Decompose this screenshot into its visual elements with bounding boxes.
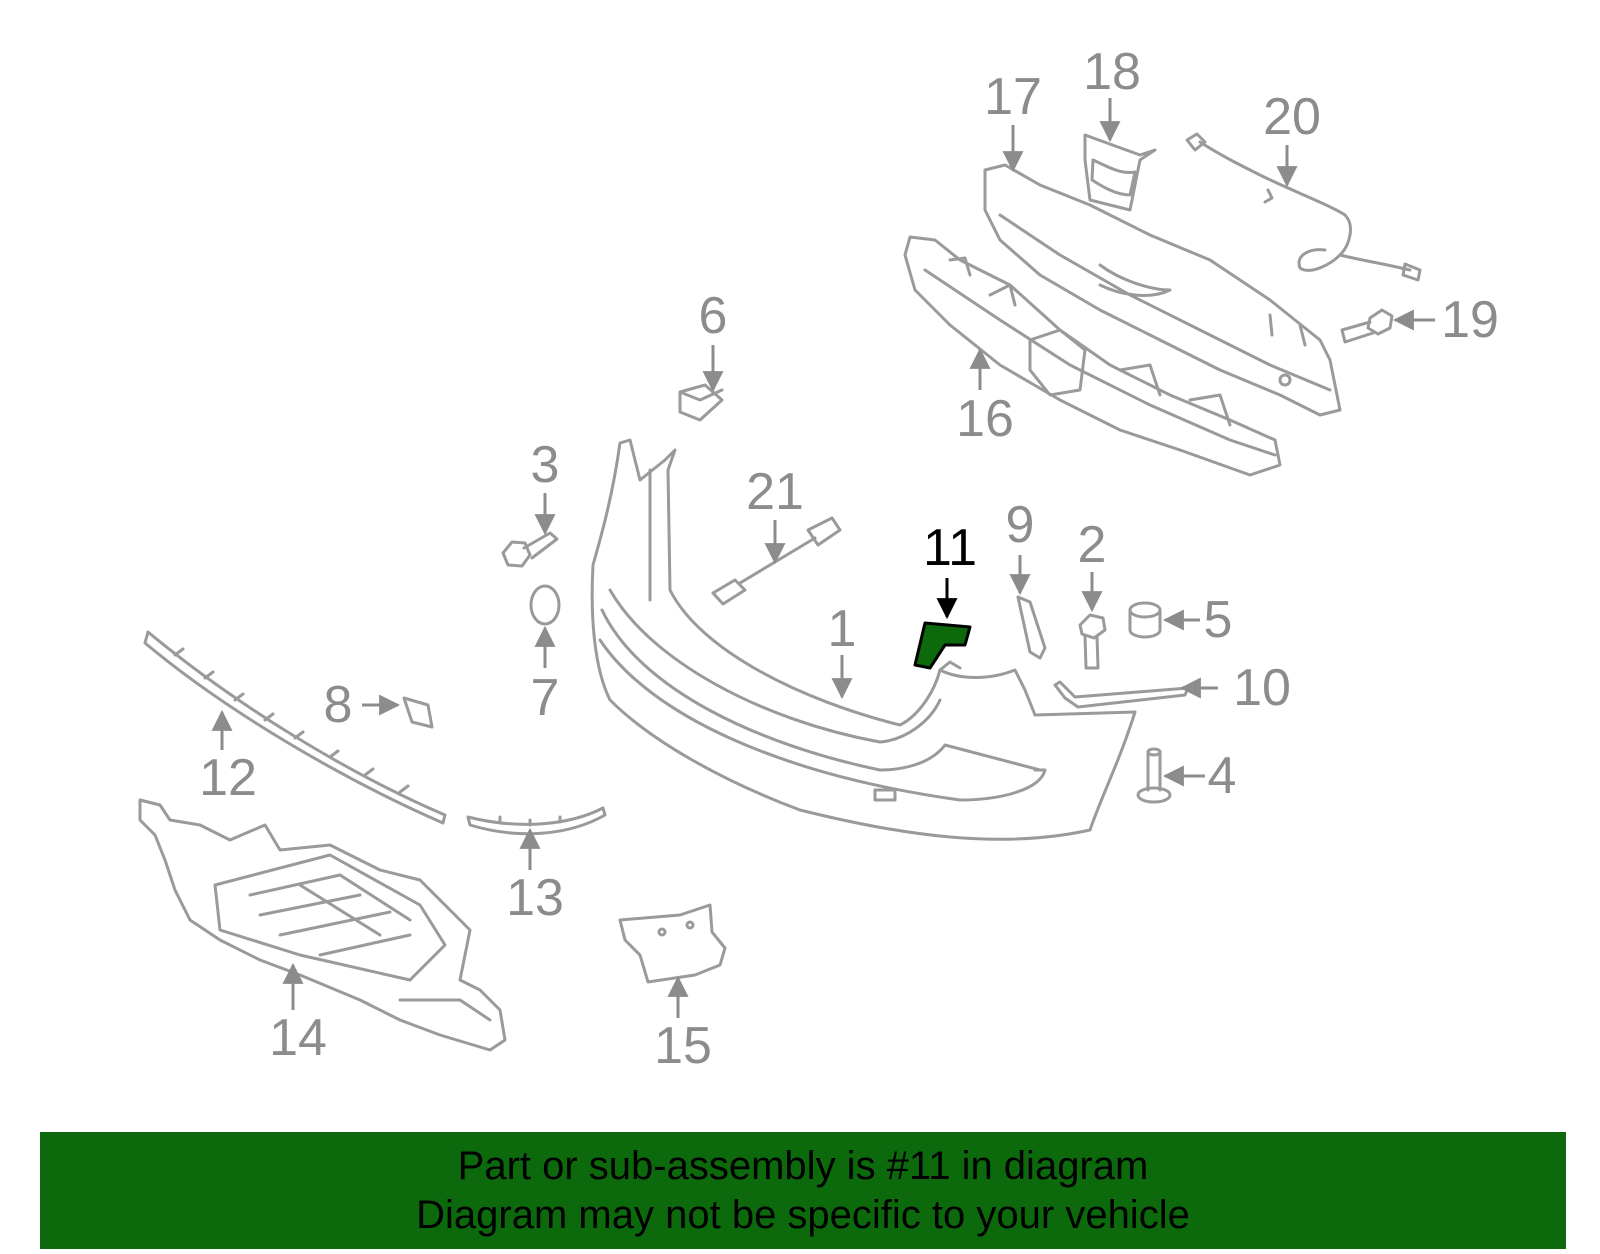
callout-2: 2 <box>1077 516 1107 574</box>
callout-10: 10 <box>1233 659 1291 717</box>
callout-15: 15 <box>654 1017 712 1075</box>
part-7-grommet <box>531 586 559 624</box>
callout-7: 7 <box>530 669 560 727</box>
part-2-bolt <box>1080 615 1105 668</box>
part-3-bolt <box>503 533 557 566</box>
callout-4: 4 <box>1207 747 1237 805</box>
callout-18: 18 <box>1083 43 1141 101</box>
part-16-energy-absorber <box>905 237 1280 475</box>
part-15-bracket <box>620 905 725 982</box>
banner-line-part-info: Part or sub-assembly is #11 in diagram <box>457 1144 1149 1188</box>
callout-17: 17 <box>984 68 1042 126</box>
part-14-under-cover <box>140 800 505 1050</box>
callout-11-highlighted: 11 <box>923 519 977 577</box>
callout-9: 9 <box>1005 496 1035 554</box>
callout-20: 20 <box>1263 88 1321 146</box>
part-17-reinforcement-beam <box>985 165 1340 415</box>
callout-16: 16 <box>956 390 1014 448</box>
banner-line-disclaimer: Diagram may not be specific to your vehi… <box>416 1193 1190 1237</box>
part-19-bolt <box>1342 310 1392 342</box>
callout-19: 19 <box>1441 291 1499 349</box>
part-1-bumper-cover <box>592 440 1135 839</box>
callout-8: 8 <box>323 676 353 734</box>
callout-13: 13 <box>506 869 564 927</box>
part-8-clip <box>404 698 432 727</box>
part-5-cap <box>1130 603 1160 637</box>
callout-6: 6 <box>698 287 728 345</box>
callout-1: 1 <box>827 600 857 658</box>
callout-5: 5 <box>1203 591 1233 649</box>
callout-12: 12 <box>199 749 257 807</box>
part-9-trim-strip <box>1018 597 1045 658</box>
part-10-molding <box>1055 682 1188 707</box>
callout-3: 3 <box>530 436 560 494</box>
part-20-sensor-harness <box>1187 134 1420 280</box>
part-12-lower-strip <box>145 632 445 823</box>
part-13-molding <box>468 808 605 834</box>
part-6-bracket <box>680 385 722 420</box>
part-18-plate-bracket <box>1085 135 1155 210</box>
part-4-push-pin <box>1138 749 1170 802</box>
callout-14: 14 <box>269 1009 327 1067</box>
info-banner: Part or sub-assembly is #11 in diagram D… <box>40 1132 1566 1249</box>
callout-21: 21 <box>746 463 804 521</box>
part-11-bracket-highlighted <box>915 623 970 668</box>
